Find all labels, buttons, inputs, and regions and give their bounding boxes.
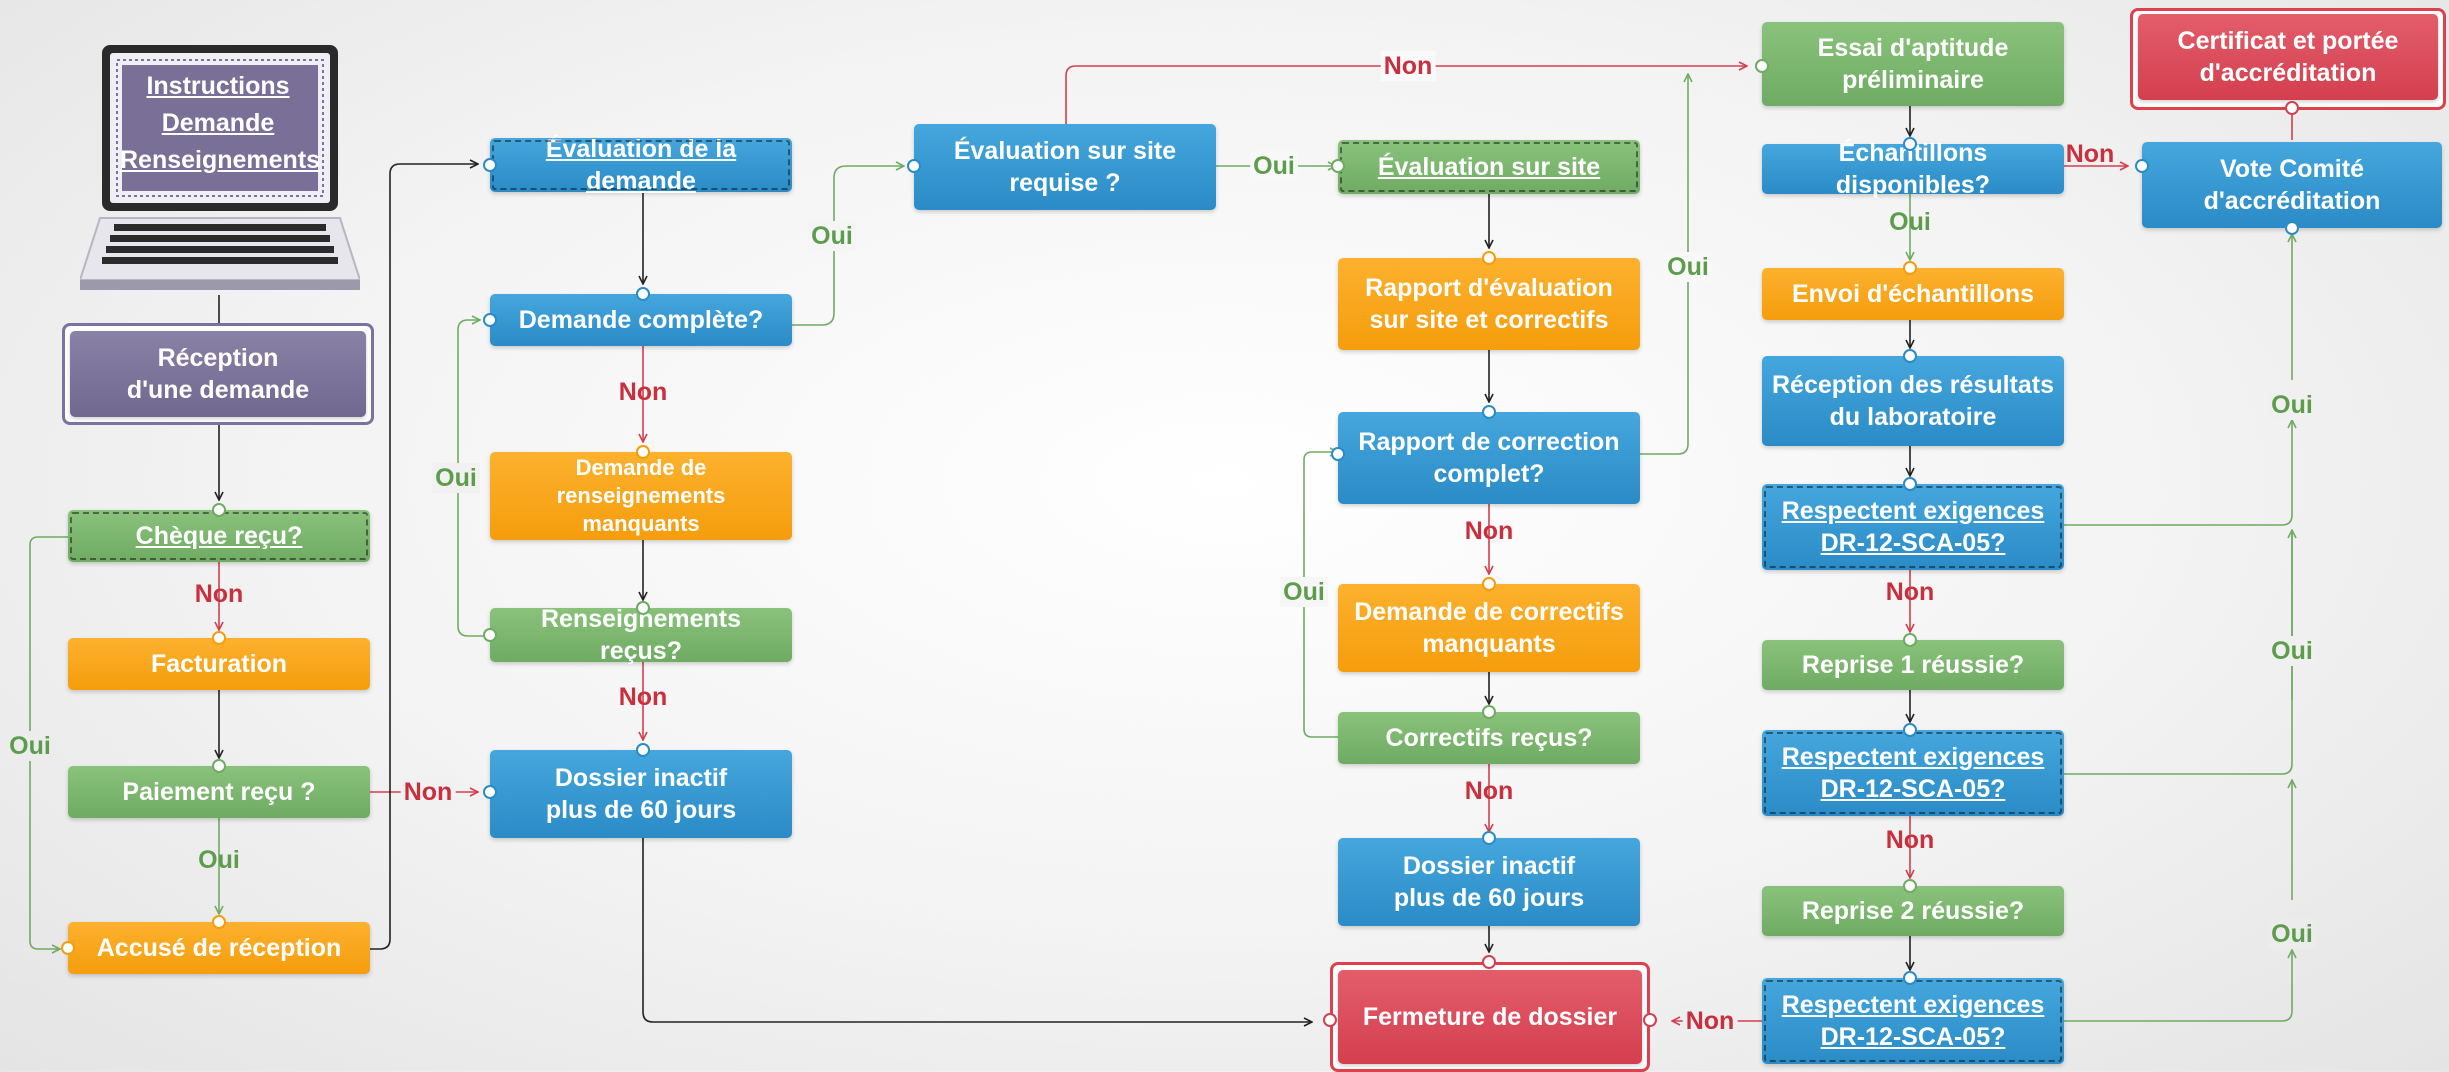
link-requise-essai-non [1065,66,1747,124]
dot-accuse-left [61,941,75,955]
dot-certificat-bottom [2285,101,2299,115]
dot-eval-left [483,158,497,172]
link-correction-essai-oui [1640,74,1688,455]
dot-respect3-top [1903,971,1917,985]
dot-complete-left [483,313,497,327]
dot-demcorr-top [1482,577,1496,591]
label-vote-oui-3: Oui [2268,919,2316,949]
dot-fermeture-right [1643,1013,1657,1027]
node-reception-resultats[interactable]: Réception des résultats du laboratoire [1762,356,2064,446]
dot-rapport-top [1482,251,1496,265]
node-eval-demande[interactable]: Évaluation de la demande [490,135,792,195]
node-reprise-1[interactable]: Reprise 1 réussie? [1762,640,2064,690]
label-echantillons-oui: Oui [1889,208,1931,236]
dot-accuse-top [212,915,226,929]
label-requise-oui: Oui [1250,151,1298,181]
node-eval-site[interactable]: Évaluation sur site [1338,140,1640,194]
dot-correction-left [1331,447,1345,461]
node-rapport-correction[interactable]: Rapport de correction complet? [1338,412,1640,504]
label-echantillons-non: Non [2065,140,2115,168]
label-respect2-non: Non [1885,826,1935,854]
node-dossier-inactif-2[interactable]: Dossier inactif plus de 60 jours [1338,838,1640,926]
node-demande-renseignements[interactable]: Demande de renseignements manquants [490,452,792,540]
label-complete-oui: Oui [808,221,856,251]
dot-respect1-top [1903,477,1917,491]
dot-fermeture-left [1323,1013,1337,1027]
dot-requise-left [907,159,921,173]
label-vote-oui-1: Oui [2268,390,2316,420]
label-recus-oui: Oui [432,463,480,493]
node-vote[interactable]: Vote Comité d'accréditation [2142,142,2442,228]
dot-evalsite-left [1331,159,1345,173]
node-demande-complete[interactable]: Demande complète? [490,294,792,346]
node-envoi[interactable]: Envoi d'échantillons [1762,268,2064,320]
dot-envoi-top [1903,261,1917,275]
label-paiement-non: Non [400,777,456,807]
dot-paiement-top [212,759,226,773]
dot-renseignements-top [636,445,650,459]
node-respect-1[interactable]: Respectent exigences DR-12-SCA-05? [1762,484,2064,570]
dot-recus-top [636,601,650,615]
label-cheque-non: Non [194,580,244,608]
dot-reprise2-top [1903,879,1917,893]
dot-reception-top [1903,349,1917,363]
dot-dossier1-left [483,785,497,799]
dot-correction-top [1482,405,1496,419]
laptop-icon [80,45,360,290]
node-respect-2[interactable]: Respectent exigences DR-12-SCA-05? [1762,730,2064,816]
node-reception[interactable]: Réception d'une demande [70,331,366,417]
label-recus-non: Non [618,683,668,711]
link-dossier-fermeture [642,838,1312,1022]
dot-dossier2-top [1482,831,1496,845]
node-facturation[interactable]: Facturation [68,638,370,690]
dot-reprise1-top [1903,633,1917,647]
label-correction-non: Non [1464,517,1514,545]
label-correctifs-oui: Oui [1280,577,1328,607]
node-paiement[interactable]: Paiement reçu ? [68,766,370,818]
dot-fermeture-top [1482,955,1496,969]
node-dossier-inactif-1[interactable]: Dossier inactif plus de 60 jours [490,750,792,838]
laptop-line-instructions[interactable]: Instructions [146,72,290,100]
dot-vote-left [2135,159,2149,173]
dot-complete-top [636,287,650,301]
label-vote-oui-2: Oui [2268,636,2316,666]
node-cheque[interactable]: Chèque reçu? [68,510,370,562]
label-respect3-non: Non [1682,1006,1738,1036]
node-rapport-eval[interactable]: Rapport d'évaluation sur site et correct… [1338,258,1640,350]
dot-recus-left [483,628,497,642]
link-accuse-eval [368,164,478,950]
label-complete-non: Non [618,378,668,406]
label-correctifs-non: Non [1464,777,1514,805]
label-paiement-oui: Oui [198,846,240,874]
node-correctifs-recus[interactable]: Correctifs reçus? [1338,712,1640,764]
dot-essai-left [1755,59,1769,73]
dot-vote-bottom [2285,221,2299,235]
laptop-line-renseignements[interactable]: Renseignements [120,146,321,174]
node-renseignements-recus[interactable]: Renseignements reçus? [490,605,792,665]
label-cheque-oui: Oui [6,731,54,761]
link-respect1-vote-oui [2063,420,2292,526]
dot-dossier1-top [636,743,650,757]
dot-cheque-top [212,503,226,517]
node-accuse[interactable]: Accusé de réception [68,922,370,974]
node-demande-correctifs[interactable]: Demande de correctifs manquants [1338,584,1640,672]
node-respect-3[interactable]: Respectent exigences DR-12-SCA-05? [1762,978,2064,1064]
label-respect1-non: Non [1885,578,1935,606]
node-reprise-2[interactable]: Reprise 2 réussie? [1762,886,2064,936]
node-essai[interactable]: Essai d'aptitude préliminaire [1762,22,2064,106]
node-echantillons-dispo[interactable]: Échantillons disponibles? [1762,139,2064,199]
dot-respect2-top [1903,723,1917,737]
node-eval-site-requise[interactable]: Évaluation sur site requise ? [914,124,1216,210]
label-requise-non: Non [1380,51,1436,81]
link-respect2-vote-oui [2063,530,2293,775]
dot-facturation-top [212,631,226,645]
node-fermeture[interactable]: Fermeture de dossier [1338,970,1642,1064]
node-certificat[interactable]: Certificat et portée d'accréditation [2138,14,2438,100]
dot-correctifs-top [1482,705,1496,719]
dot-echantillons-top [1903,137,1917,151]
laptop-line-demande[interactable]: Demande [161,109,275,137]
link-respect3-vote-oui [2063,950,2292,1022]
label-correction-oui: Oui [1664,252,1712,282]
